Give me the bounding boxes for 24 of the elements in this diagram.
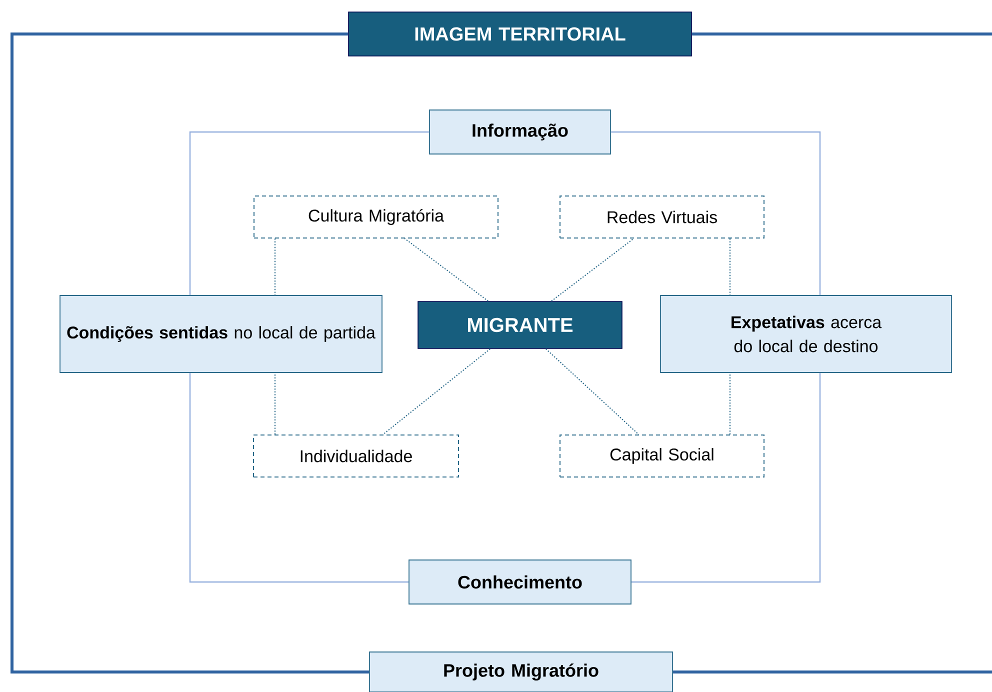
connector-line	[189, 131, 430, 296]
connector-line	[729, 372, 731, 434]
condition-box: Expetativas acerca do local de destino	[660, 295, 952, 373]
condition-box: Condições sentidas no local de partida	[60, 295, 382, 373]
connector-line	[10, 32, 370, 674]
factor-box: Cultura Migratória	[254, 196, 498, 238]
factor-box: Individualidade	[253, 434, 459, 478]
connector-line	[610, 131, 821, 296]
connector-line	[729, 238, 731, 296]
factor-box: Redes Virtuais	[560, 196, 764, 238]
center-box: MIGRANTE	[418, 301, 622, 349]
connector-line	[382, 348, 490, 435]
connector-line	[274, 238, 276, 296]
connector-line	[274, 372, 276, 434]
label-box: Conhecimento	[408, 560, 632, 604]
connector-line	[404, 238, 488, 302]
connector-line	[631, 372, 821, 583]
connector-line	[189, 372, 409, 583]
connector-line	[546, 348, 640, 435]
factor-box: Capital Social	[560, 434, 764, 478]
label-box: Informação	[429, 110, 611, 154]
label-box: Projeto Migratório	[369, 652, 673, 692]
connector-line	[551, 238, 634, 302]
title-box: IMAGEM TERRITORIAL	[348, 12, 692, 56]
